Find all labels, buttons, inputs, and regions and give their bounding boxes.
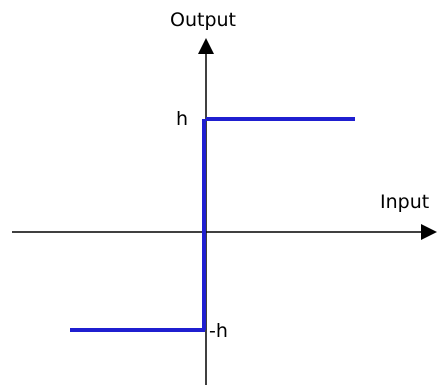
low-level-label: -h	[209, 320, 228, 342]
high-level-label: h	[176, 108, 188, 130]
x-axis-arrowhead	[421, 224, 437, 240]
y-axis-arrowhead	[198, 38, 214, 54]
y-axis-label: Output	[170, 9, 236, 31]
x-axis-label: Input	[380, 191, 429, 213]
